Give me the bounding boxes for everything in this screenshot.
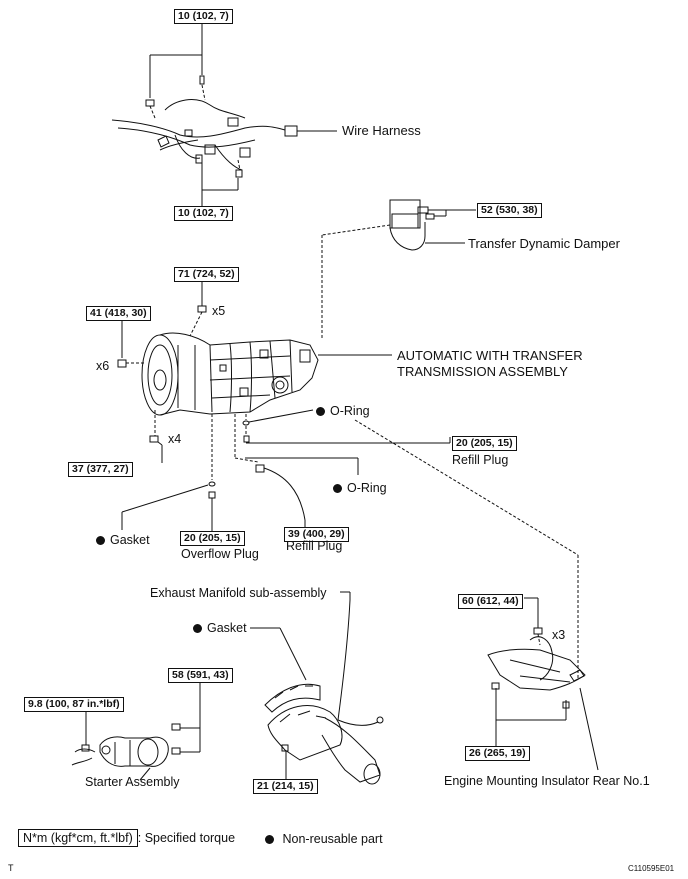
engine-mount-drawing [487,597,599,771]
label-refill-plug-right: Refill Plug [452,453,509,467]
nonreusable-dot [96,536,105,545]
nonreusable-dot [333,484,342,493]
nonreusable-dot [193,624,202,633]
torque-damper: 52 (530, 38) [477,203,542,218]
torque-harness-bottom: 10 (102, 7) [174,206,233,221]
label-o-ring-upper: O-Ring [316,404,370,418]
torque-refill-bottom: 39 (400, 29) [284,527,349,542]
label-o-ring-lower: O-Ring [333,481,387,495]
label-engine-mount: Engine Mounting Insulator Rear No.1 [444,774,650,788]
torque-harness-top: 10 (102, 7) [174,9,233,24]
multiplier-x6: x6 [96,359,110,373]
torque-mount-bottom: 26 (265, 19) [465,746,530,761]
multiplier-x5: x5 [212,304,226,318]
exhaust-manifold-drawing [250,591,384,785]
torque-refill-right: 20 (205, 15) [452,436,517,451]
o-ring-upper-text: O-Ring [330,404,370,418]
legend-torque: N*m (kgf*cm, ft.*lbf): Specified torque [18,829,236,847]
torque-41: 41 (418, 30) [86,306,151,321]
label-wire-harness: Wire Harness [342,123,421,138]
transmission-drawing [117,290,579,680]
label-transmission-line1: AUTOMATIC WITH TRANSFER [397,348,583,363]
legend-torque-text: : Specified torque [137,831,236,845]
label-overflow-plug: Overflow Plug [181,547,259,561]
transfer-damper-drawing [321,199,476,340]
gasket-exhaust-text: Gasket [207,621,247,635]
nonreusable-dot [316,407,325,416]
torque-exhaust: 21 (214, 15) [253,779,318,794]
legend-torque-box: N*m (kgf*cm, ft.*lbf) [18,829,138,847]
wire-harness-drawing [111,22,337,210]
torque-71: 71 (724, 52) [174,267,239,282]
legend-nonreusable: Non-reusable part [265,832,383,846]
nonreusable-dot [265,835,274,844]
label-gasket-exhaust: Gasket [193,621,247,635]
label-starter-assembly: Starter Assembly [85,775,180,789]
label-transfer-damper: Transfer Dynamic Damper [468,236,620,251]
figure-id: C110595E01 [628,864,675,873]
label-refill-plug-bottom: Refill Plug [286,539,343,553]
torque-37: 37 (377, 27) [68,462,133,477]
o-ring-lower-text: O-Ring [347,481,387,495]
label-gasket-left: Gasket [96,533,150,547]
footer-mark: T [8,863,14,873]
torque-starter-left: 9.8 (100, 87 in.*lbf) [24,697,124,712]
torque-overflow: 20 (205, 15) [180,531,245,546]
torque-starter-top: 58 (591, 43) [168,668,233,683]
multiplier-x4: x4 [168,432,182,446]
label-exhaust-manifold: Exhaust Manifold sub-assembly [150,586,327,600]
torque-mount-top: 60 (612, 44) [458,594,523,609]
gasket-left-text: Gasket [110,533,150,547]
legend-nonreusable-text: Non-reusable part [282,832,383,846]
label-transmission-line2: TRANSMISSION ASSEMBLY [397,364,568,379]
multiplier-x3: x3 [552,628,566,642]
starter-drawing [71,682,201,781]
